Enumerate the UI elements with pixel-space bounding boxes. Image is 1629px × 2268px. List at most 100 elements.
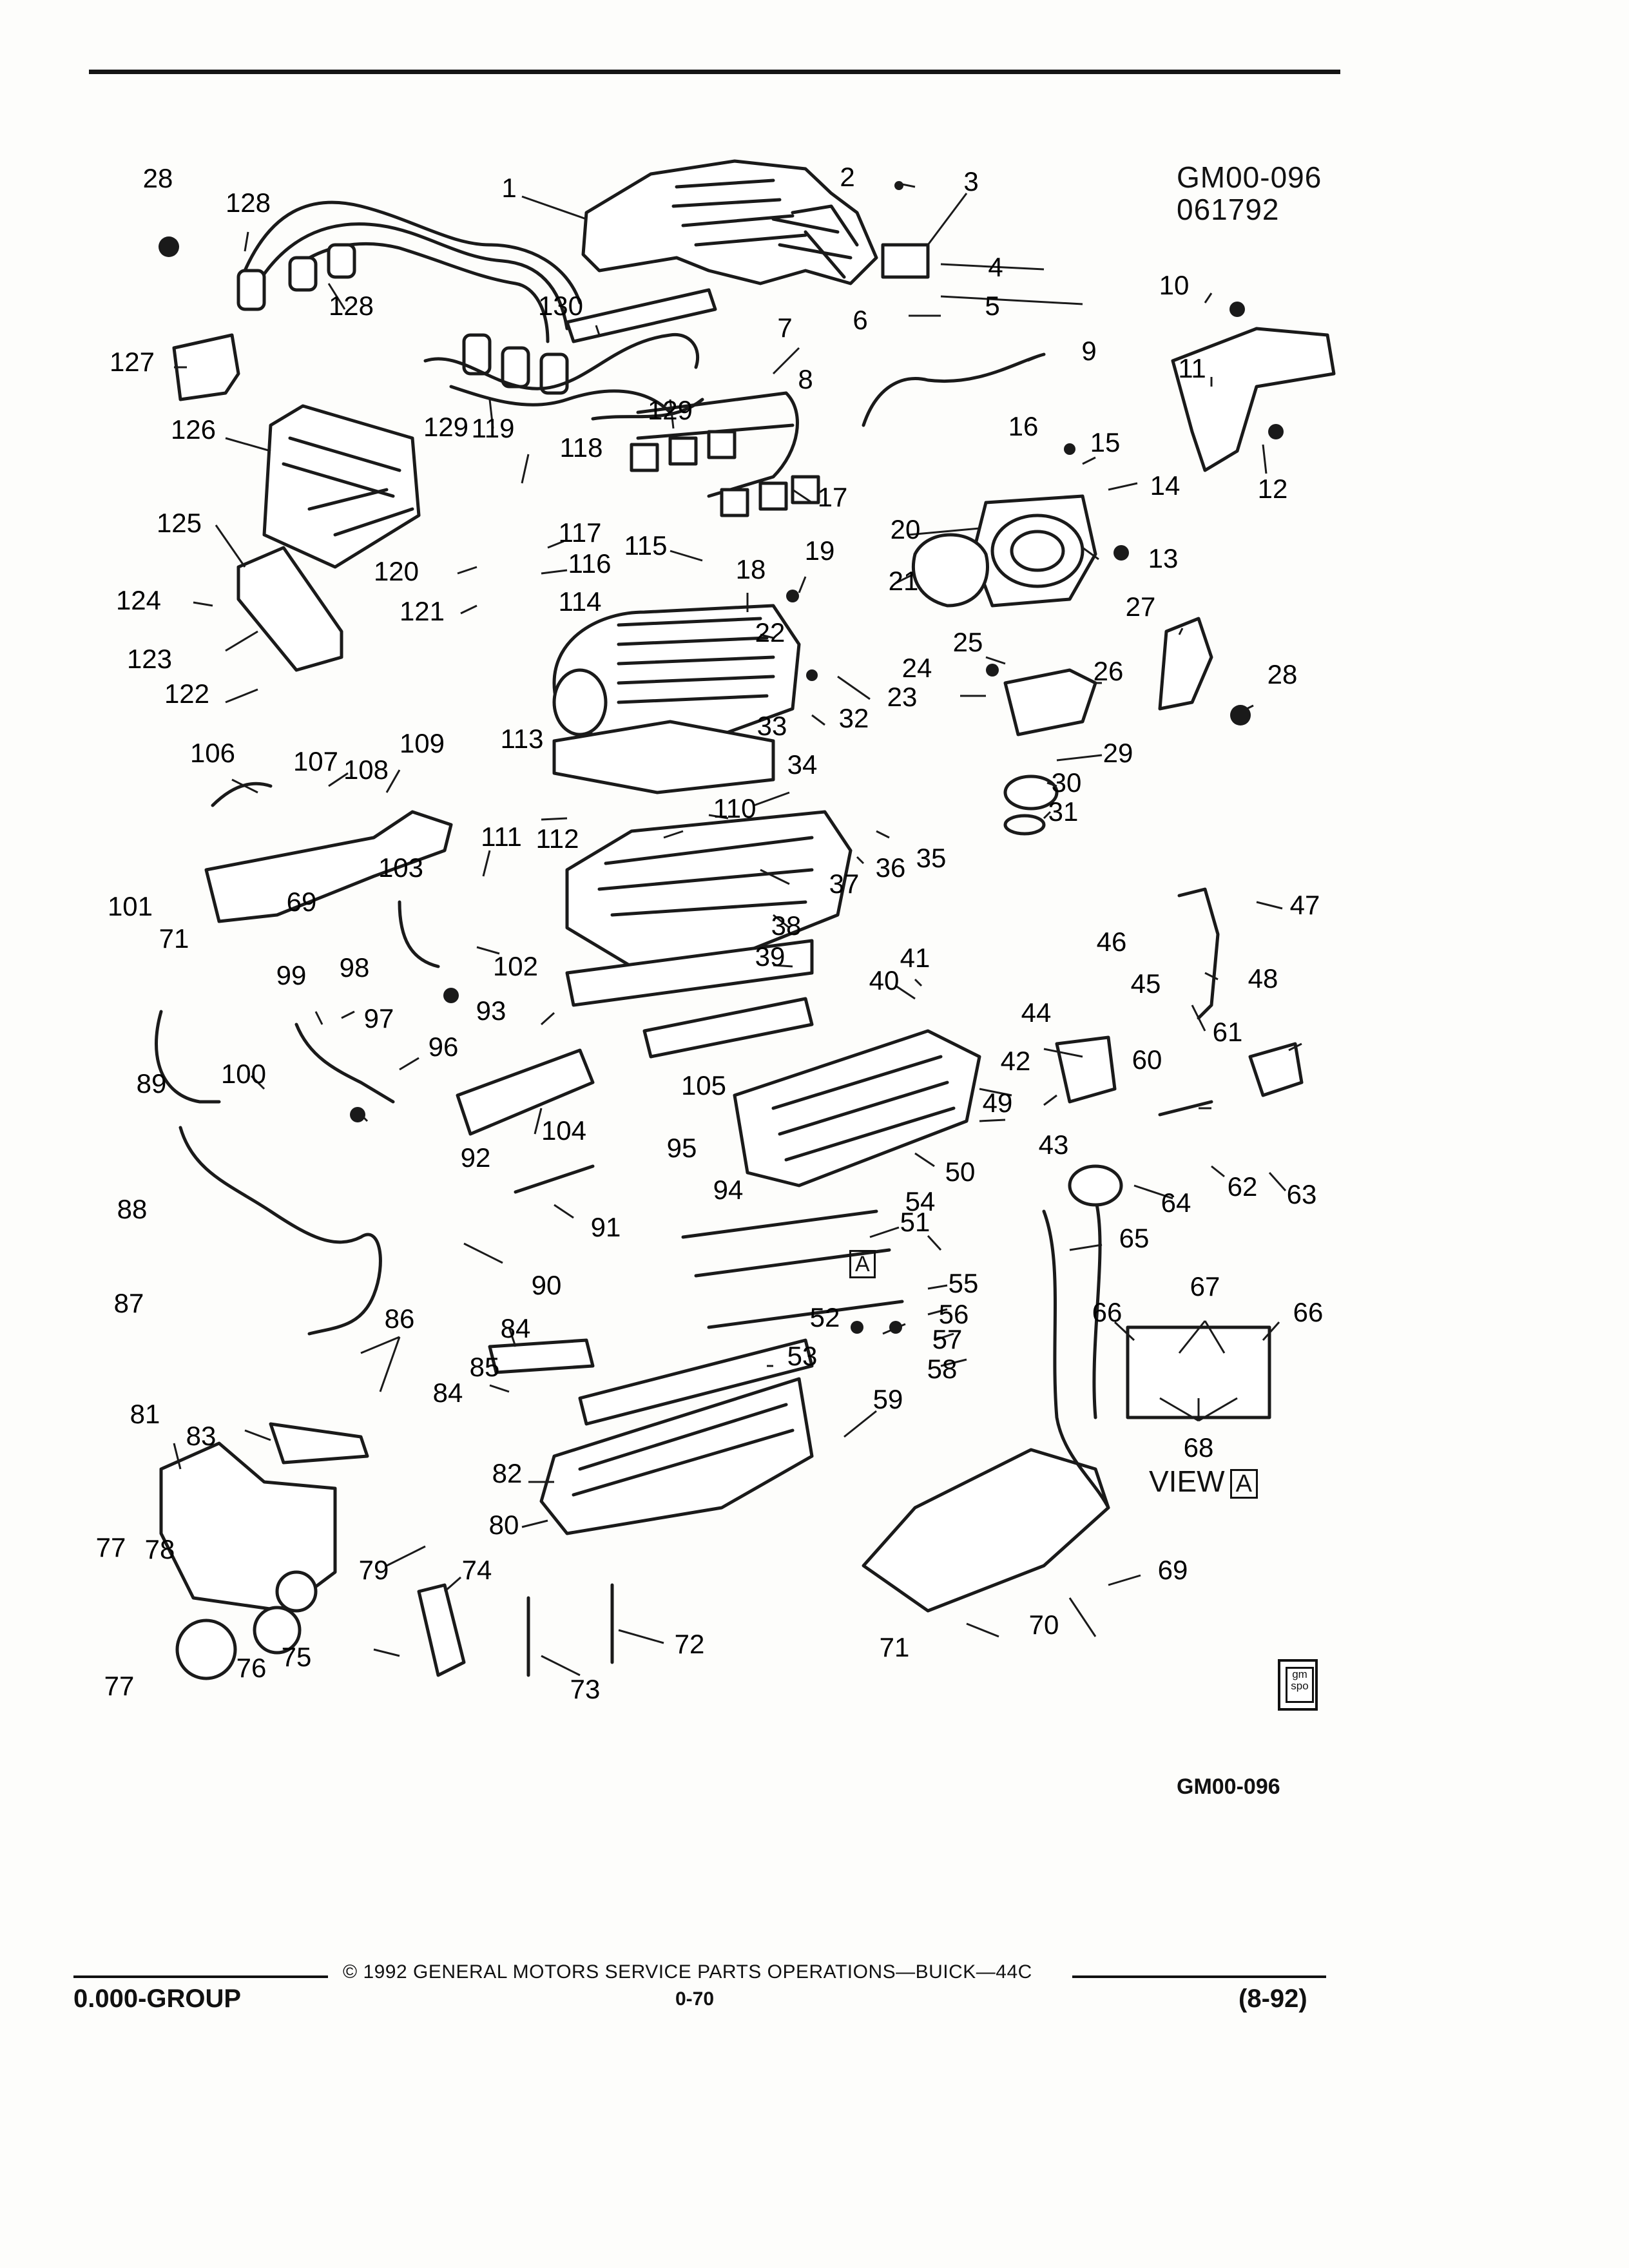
- callout-label: 4: [988, 252, 1003, 282]
- ignition-module: [262, 404, 421, 569]
- thermostat-housing: [1003, 668, 1097, 736]
- callout-label: 26: [1094, 656, 1124, 686]
- callout-label: 129: [423, 412, 468, 442]
- pipe-seal: [1068, 1164, 1123, 1207]
- callout-label: 47: [1290, 890, 1320, 920]
- supercharger: [552, 604, 801, 736]
- callout-label: 121: [400, 596, 445, 626]
- egr-pipe-and-manifold: [204, 782, 453, 923]
- bracket-83: [269, 1422, 369, 1465]
- callout-label: 39: [755, 941, 786, 972]
- callout-label: 69: [287, 887, 317, 917]
- callout-label: 29: [1103, 738, 1133, 768]
- hose-98: [294, 1023, 395, 1104]
- footer-rule-right: [1072, 1975, 1326, 1978]
- callout-label: 74: [462, 1555, 492, 1585]
- callout-label: 92: [461, 1142, 491, 1173]
- callout-label: 17: [818, 482, 848, 512]
- callout-label: 43: [1039, 1129, 1069, 1160]
- callout-label: 96: [429, 1032, 459, 1062]
- callout-label: 77: [96, 1532, 126, 1562]
- callout-label: 16: [1008, 411, 1039, 441]
- callout-label: 27: [1126, 591, 1156, 622]
- callout-label: 3: [963, 166, 978, 197]
- callout-label: 93: [476, 995, 506, 1026]
- hose-103: [398, 900, 440, 968]
- callout-label: 80: [489, 1510, 519, 1540]
- callout-label: 69: [1158, 1555, 1188, 1585]
- callout-label: 125: [157, 508, 202, 538]
- head-gasket: [578, 1338, 814, 1426]
- callout-label: 19: [805, 535, 835, 566]
- map-sensor: [881, 243, 930, 279]
- callout-label: 73: [570, 1674, 601, 1704]
- callout-label: 22: [755, 617, 786, 648]
- callout-label: 114: [559, 586, 602, 617]
- wiring-harness: [423, 288, 717, 421]
- footer-page-number: 0-70: [675, 1988, 715, 2010]
- supercharger-cover: [581, 159, 878, 285]
- callout-label: 8: [798, 364, 813, 394]
- callout-label: 119: [472, 413, 515, 443]
- callout-label: 71: [159, 923, 189, 954]
- footer-group: 0.000-GROUP: [73, 1984, 242, 2013]
- callout-label: 34: [787, 749, 818, 780]
- callout-label: 45: [1131, 968, 1161, 999]
- exhaust-manifold: [862, 1196, 1110, 1613]
- callout-label: 101: [108, 891, 153, 921]
- callout-label: 110: [713, 793, 757, 823]
- callout-label: 48: [1248, 963, 1278, 994]
- callout-label: 71: [880, 1632, 910, 1662]
- view-letter-box: A: [1229, 1469, 1258, 1499]
- callout-label: 104: [541, 1115, 586, 1146]
- callout-label: 118: [560, 432, 603, 463]
- callout-label: 2: [840, 162, 854, 192]
- footer-rule-left: [73, 1975, 328, 1978]
- hose-99: [155, 1010, 221, 1104]
- accessory-bracket: [1171, 327, 1336, 472]
- callout-label: 67: [1190, 1271, 1220, 1302]
- callout-label: 40: [869, 965, 900, 995]
- callout-label: 1: [501, 173, 516, 203]
- bracket-74: [417, 1583, 466, 1677]
- callout-label: 116: [568, 548, 612, 579]
- callout-label: 72: [675, 1629, 705, 1659]
- callout-label: 59: [873, 1384, 903, 1414]
- ignition-shield: [236, 546, 343, 672]
- callout-label: 15: [1090, 427, 1121, 457]
- callout-label: 38: [771, 910, 802, 941]
- callout-label: 99: [276, 960, 307, 990]
- callout-label: 86: [385, 1303, 415, 1334]
- ignition-bracket: [172, 333, 240, 401]
- pushrod-91: [514, 1164, 595, 1194]
- callout-label: 23: [887, 682, 918, 712]
- callout-label: 66: [1293, 1297, 1324, 1327]
- callout-label: 109: [400, 728, 445, 758]
- callout-label: 24: [902, 653, 932, 683]
- callout-label: 108: [343, 754, 389, 785]
- callout-label: 130: [538, 291, 583, 321]
- callout-label: 60: [1132, 1044, 1162, 1075]
- wiring-harness-89: [178, 1126, 382, 1336]
- exhaust-gasket-view-a: [1126, 1325, 1271, 1419]
- callout-label: 113: [501, 724, 544, 754]
- callout-label: 63: [1287, 1179, 1317, 1209]
- callout-label: 97: [364, 1003, 394, 1033]
- callout-label: 82: [492, 1458, 523, 1488]
- callout-label: 46: [1097, 927, 1127, 957]
- callout-label: 117: [559, 517, 602, 548]
- callout-label: 18: [736, 554, 766, 584]
- callout-label: 95: [667, 1133, 697, 1163]
- callout-label: 35: [916, 843, 947, 873]
- callout-label: 7: [777, 312, 792, 343]
- callout-label: 102: [493, 951, 538, 981]
- callout-label: 111: [481, 822, 522, 852]
- callout-label: 5: [985, 291, 999, 321]
- callout-label: 61: [1213, 1017, 1243, 1047]
- callout-label: 64: [1161, 1187, 1191, 1218]
- callout-label: 42: [1001, 1046, 1031, 1076]
- stud-60: [1158, 1100, 1213, 1117]
- callout-label: 89: [137, 1068, 167, 1099]
